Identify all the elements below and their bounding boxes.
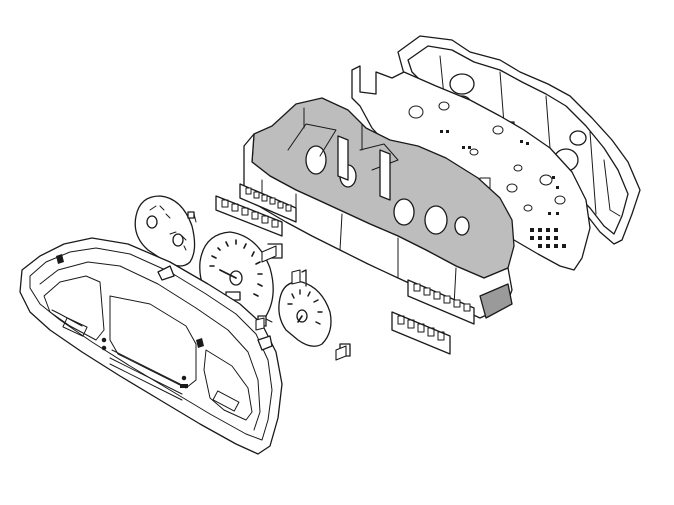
gauge-housing bbox=[239, 97, 515, 325]
instrument-cluster-bezel bbox=[19, 237, 283, 455]
auxiliary-gauge-dial bbox=[134, 195, 197, 267]
tachometer-dial bbox=[278, 269, 351, 357]
mounting-pins bbox=[255, 245, 347, 361]
wiring-connector-right bbox=[391, 311, 451, 355]
wiring-connector-left bbox=[215, 195, 283, 237]
printed-circuit-board bbox=[351, 65, 591, 271]
